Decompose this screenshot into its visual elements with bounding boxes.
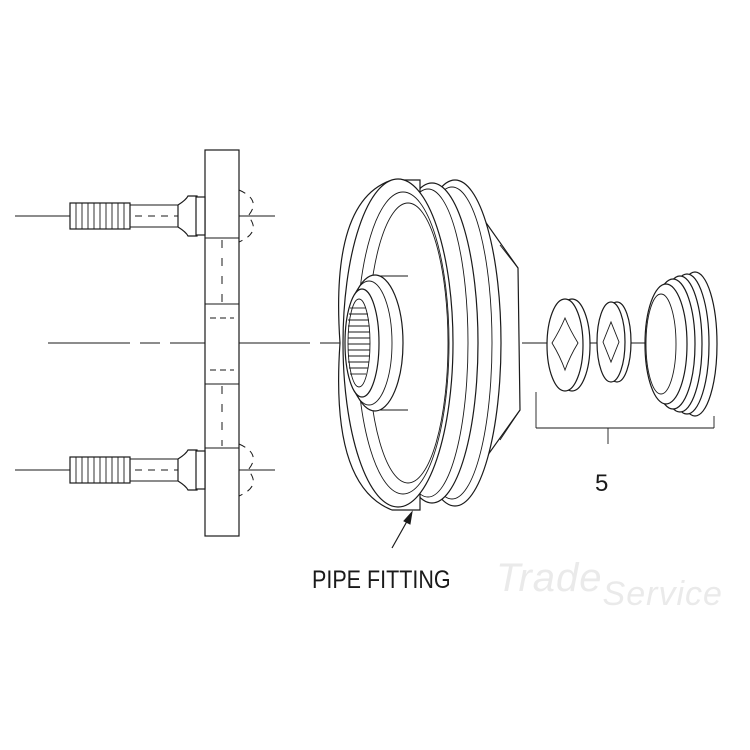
callout-number-label: 5 [595,470,609,497]
trade-service-watermark: TradeService [496,556,723,613]
washer-1 [546,298,591,392]
threaded-bore [347,298,371,388]
pipe-fitting-body [338,178,521,511]
mounting-plate [204,149,240,537]
washer-2 [596,301,632,383]
upper-screw [15,189,275,243]
threaded-cap [644,271,718,417]
pipe-fitting-label: PIPE FITTING [312,566,451,594]
callout-5-bracket [535,392,715,444]
lower-screw [15,443,275,497]
pipe-fitting-pointer-arrow [391,510,413,549]
